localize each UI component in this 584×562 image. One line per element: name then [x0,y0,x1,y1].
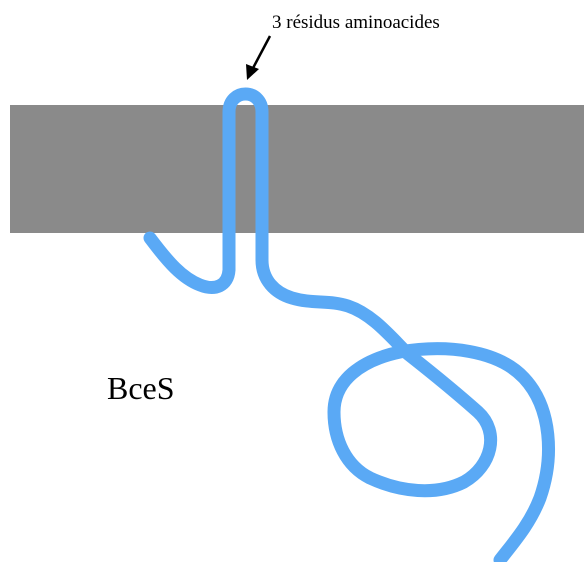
membrane-band [10,105,584,233]
annotation-arrow-shaft [252,36,270,70]
annotation-label: 3 résidus aminoacides [272,12,440,33]
protein-name-label: BceS [107,370,175,406]
